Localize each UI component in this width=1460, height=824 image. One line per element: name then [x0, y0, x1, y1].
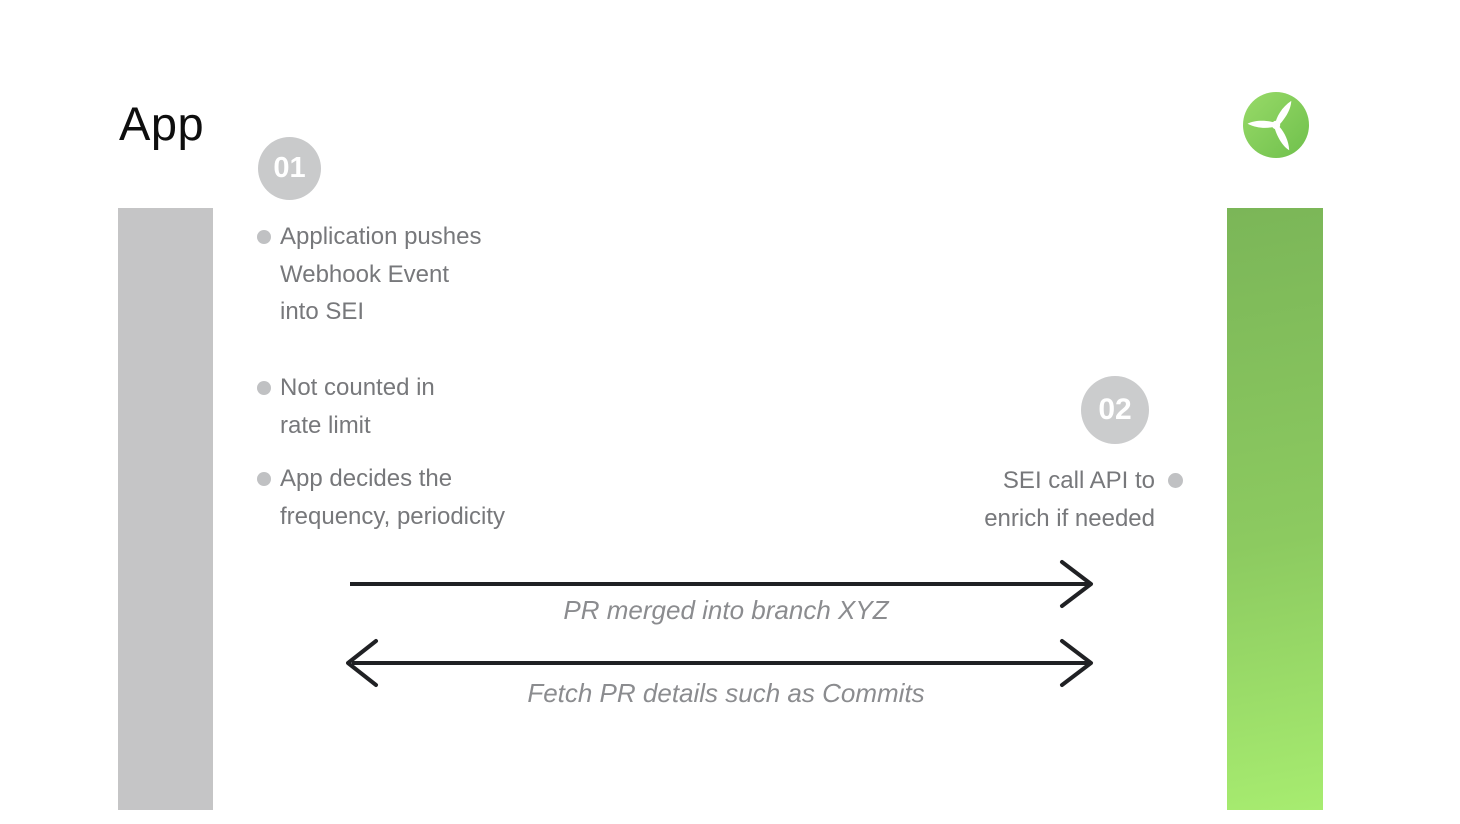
propeller-icon — [1243, 92, 1309, 158]
step-2-badge: 02 — [1081, 376, 1149, 444]
app-column-title: App — [119, 97, 205, 150]
arrow-label: Fetch PR details such as Commits — [527, 678, 925, 708]
bullet-text: Not counted in rate limit — [280, 374, 435, 439]
bullet-dot-icon — [257, 472, 271, 486]
bullet-text: App decides the frequency, periodicity — [280, 465, 505, 530]
sei-column-bar — [1227, 208, 1323, 810]
app-column-bar — [118, 208, 213, 810]
bullet-dot-icon — [257, 230, 271, 244]
arrow-bidirectional — [346, 639, 1093, 687]
arrow-right — [350, 560, 1093, 608]
arrow-label: PR merged into branch XYZ — [563, 595, 889, 625]
bullet-dot-icon — [1168, 473, 1183, 488]
list-item: Not counted in rate limit — [257, 369, 435, 444]
bullet-text: Application pushes Webhook Event into SE… — [280, 223, 482, 325]
step-1-badge: 01 — [258, 137, 321, 200]
list-item: Application pushes Webhook Event into SE… — [257, 218, 481, 331]
list-item: SEI call API to enrich if needed — [984, 462, 1183, 537]
bullet-text: SEI call API to enrich if needed — [984, 467, 1155, 532]
bullet-dot-icon — [257, 381, 271, 395]
list-item: App decides the frequency, periodicity — [257, 460, 505, 535]
